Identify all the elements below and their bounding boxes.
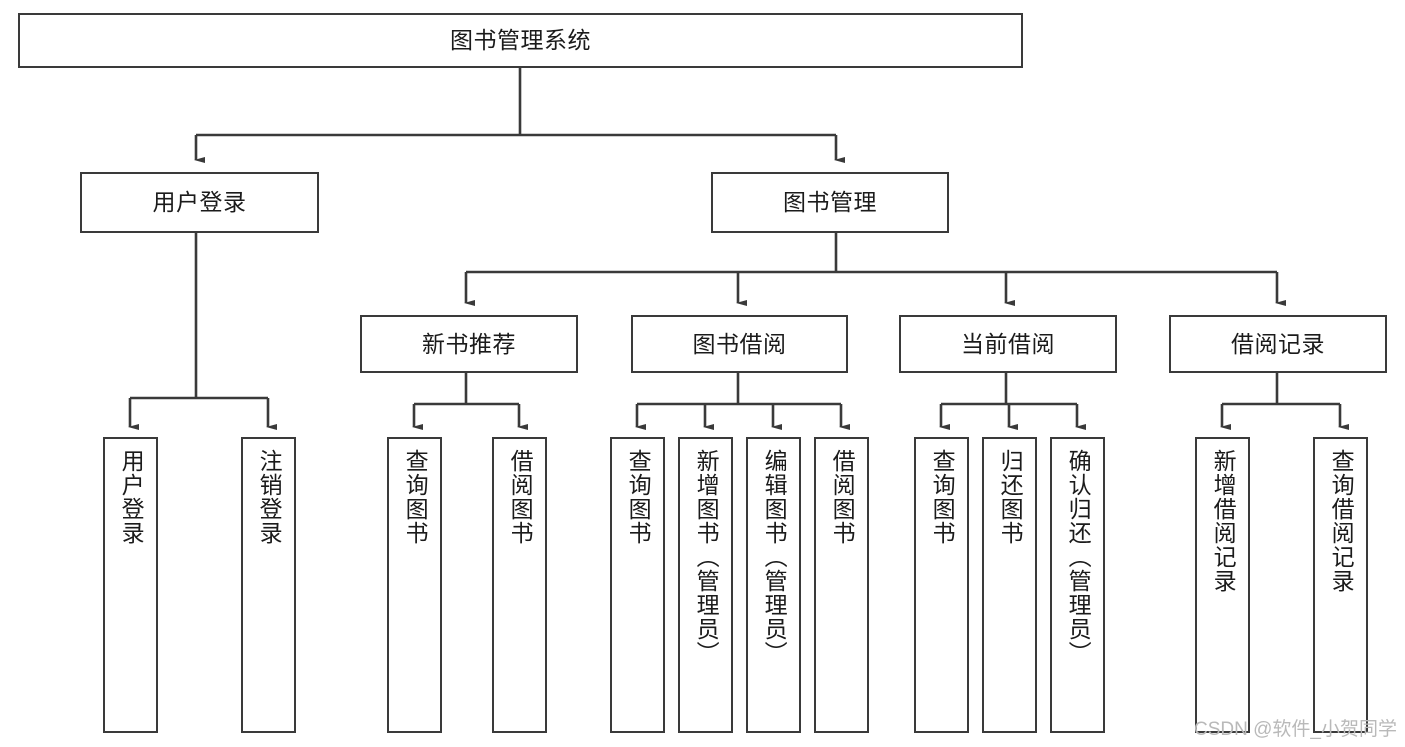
node-leaf-query-book-2-label: 查询图书: [625, 449, 652, 545]
node-leaf-query-book-3[interactable]: 查询图书: [914, 437, 969, 733]
node-leaf-query-book-1[interactable]: 查询图书: [387, 437, 442, 733]
node-leaf-return-book[interactable]: 归还图书: [982, 437, 1037, 733]
node-new-book-recommend[interactable]: 新书推荐: [360, 315, 578, 373]
node-root-label: 图书管理系统: [450, 27, 591, 54]
node-leaf-add-book-label: 新增图书（管理员）: [693, 449, 720, 665]
node-leaf-borrow-book-2-label: 借阅图书: [829, 449, 856, 545]
node-leaf-logout[interactable]: 注销登录: [241, 437, 296, 733]
node-borrow-record[interactable]: 借阅记录: [1169, 315, 1387, 373]
node-leaf-add-book[interactable]: 新增图书（管理员）: [678, 437, 733, 733]
node-leaf-add-record[interactable]: 新增借阅记录: [1195, 437, 1250, 733]
node-root[interactable]: 图书管理系统: [18, 13, 1023, 68]
node-leaf-user-login-label: 用户登录: [118, 449, 145, 545]
node-leaf-query-book-2[interactable]: 查询图书: [610, 437, 665, 733]
node-leaf-query-record-label: 查询借阅记录: [1328, 449, 1355, 593]
node-leaf-borrow-book-1[interactable]: 借阅图书: [492, 437, 547, 733]
node-leaf-logout-label: 注销登录: [256, 449, 283, 545]
node-leaf-return-book-label: 归还图书: [997, 449, 1024, 545]
watermark: CSDN @软件_小贺同学: [1194, 719, 1397, 740]
node-current-borrow[interactable]: 当前借阅: [899, 315, 1117, 373]
node-leaf-borrow-book-1-label: 借阅图书: [507, 449, 534, 545]
node-new-book-recommend-label: 新书推荐: [422, 330, 516, 357]
node-leaf-edit-book-label: 编辑图书（管理员）: [761, 449, 788, 665]
node-leaf-query-record[interactable]: 查询借阅记录: [1313, 437, 1368, 733]
node-book-manage[interactable]: 图书管理: [711, 172, 949, 233]
node-leaf-borrow-book-2[interactable]: 借阅图书: [814, 437, 869, 733]
node-leaf-confirm-return[interactable]: 确认归还（管理员）: [1050, 437, 1105, 733]
node-leaf-add-record-label: 新增借阅记录: [1210, 449, 1237, 593]
node-leaf-edit-book[interactable]: 编辑图书（管理员）: [746, 437, 801, 733]
node-leaf-confirm-return-label: 确认归还（管理员）: [1065, 449, 1092, 665]
node-user-login-label: 用户登录: [152, 189, 247, 216]
node-borrow-record-label: 借阅记录: [1231, 330, 1325, 357]
node-leaf-user-login[interactable]: 用户登录: [103, 437, 158, 733]
node-leaf-query-book-1-label: 查询图书: [402, 449, 429, 545]
node-book-borrow[interactable]: 图书借阅: [631, 315, 848, 373]
node-book-manage-label: 图书管理: [783, 189, 877, 216]
node-current-borrow-label: 当前借阅: [961, 330, 1055, 357]
node-book-borrow-label: 图书借阅: [692, 330, 787, 357]
node-user-login[interactable]: 用户登录: [80, 172, 319, 233]
node-leaf-query-book-3-label: 查询图书: [929, 449, 956, 545]
